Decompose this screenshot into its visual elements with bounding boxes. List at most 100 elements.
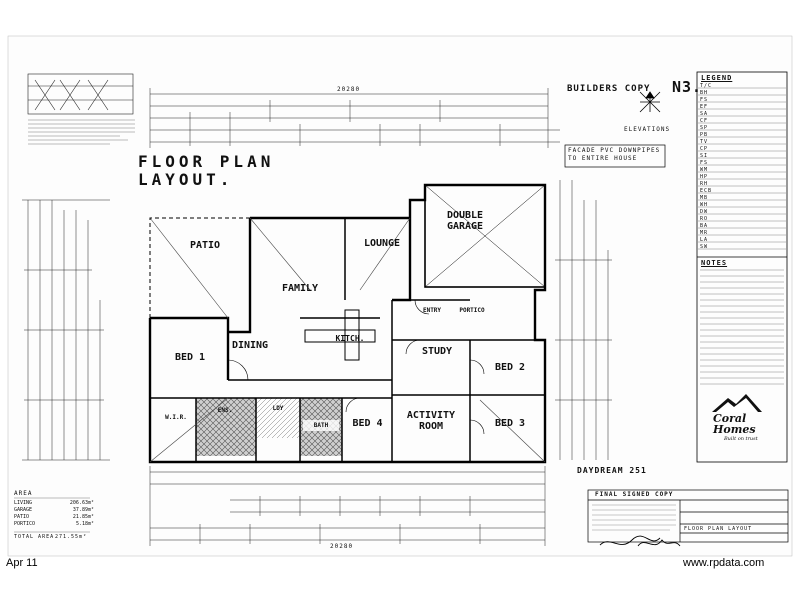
area-row-value: 5.18m² — [75, 521, 94, 527]
room-entry: ENTRY — [422, 307, 442, 314]
legend-item: DW — [700, 209, 709, 215]
room-bed4: BED 4 — [352, 418, 383, 429]
room-ensuite: ENS. — [217, 407, 233, 414]
room-kitchen: KITCH. — [335, 334, 365, 343]
elevations-label: ELEVATIONS — [624, 126, 671, 133]
facade-note: FACADE PVC DOWNPIPES TO ENTIRE HOUSE — [568, 147, 661, 162]
legend-box — [696, 71, 788, 463]
area-row-label: LIVING — [14, 500, 33, 506]
sheet-number: N3. — [672, 78, 703, 96]
brand-name-line2: Homes — [713, 423, 756, 436]
facade-note-box — [564, 144, 666, 168]
signature-1 — [599, 535, 661, 546]
legend-item: CP — [700, 146, 709, 152]
legend-item: MB — [700, 195, 709, 201]
sheet-border — [7, 35, 793, 557]
top-dimension-lines — [149, 88, 560, 148]
title-block-notes — [592, 504, 676, 531]
area-total-label: TOTAL AREA — [14, 534, 55, 540]
legend-item: FS — [700, 97, 709, 103]
legend-item: PB — [700, 132, 709, 138]
room-family: FAMILY — [281, 283, 319, 294]
room-bed3: BED 3 — [494, 418, 526, 429]
kitchen-bench — [304, 309, 376, 361]
legend-item: T/C — [700, 83, 713, 89]
room-wir: W.I.R. — [165, 414, 187, 421]
bracing-detail — [27, 73, 134, 115]
room-study: STUDY — [421, 346, 453, 357]
legend-item: SP — [700, 125, 709, 131]
roof-lines — [149, 217, 546, 463]
legend-title: LEGEND — [701, 74, 733, 82]
room-bed1: BED 1 — [174, 352, 206, 363]
ensuite-tiles — [196, 398, 256, 456]
notes-block-left — [28, 119, 135, 145]
area-table-lines — [14, 497, 90, 533]
area-row-value: 206.63m² — [69, 500, 94, 506]
left-dimension-lines — [22, 199, 110, 461]
builders-copy-stamp: BUILDERS COPY — [567, 84, 651, 94]
title-block-drawing-name: FLOOR PLAN LAYOUT — [684, 526, 753, 532]
footer-date: Apr 11 — [6, 557, 38, 569]
internal-walls — [150, 218, 545, 462]
room-bath: BATH — [303, 420, 339, 431]
room-bed2: BED 2 — [494, 362, 526, 373]
right-dimension-lines — [555, 180, 612, 460]
legend-item: BA — [700, 223, 709, 229]
legend-item: EF — [700, 104, 709, 110]
plan-title-line1: FLOOR PLAN — [138, 152, 275, 171]
door-swings — [227, 299, 485, 435]
legend-lines — [698, 87, 786, 385]
model-name: DAYDREAM 251 — [577, 466, 647, 475]
legend-item: MR — [700, 230, 709, 236]
area-row-label: GARAGE — [14, 507, 33, 513]
legend-item: SW — [700, 244, 709, 250]
room-dining: DINING — [231, 340, 269, 351]
area-row-value: 37.89m² — [72, 507, 94, 513]
final-signed-copy: FINAL SIGNED COPY — [595, 491, 674, 498]
room-activity: ACTIVITY ROOM — [406, 410, 456, 432]
legend-item: FS — [700, 160, 709, 166]
area-row-label: PORTICO — [14, 521, 36, 527]
area-total-value: 271.55m² — [55, 534, 88, 540]
room-double-garage: DOUBLE GARAGE — [446, 210, 484, 232]
signature-2 — [637, 539, 681, 547]
room-laundry: LDY — [272, 405, 284, 412]
room-portico: PORTICO — [459, 307, 485, 314]
legend-item: HP — [700, 174, 709, 180]
area-row-label: PATIO — [14, 514, 30, 520]
room-lounge: LOUNGE — [363, 238, 401, 249]
overall-dimension-top: 20280 — [337, 86, 361, 93]
area-row: LIVING 206.63m² — [14, 500, 94, 507]
legend-item: WM — [700, 167, 709, 173]
area-row: PATIO 21.85m² — [14, 514, 94, 521]
legend-item: RH — [700, 181, 709, 187]
bottom-dimension-lines — [149, 466, 546, 546]
legend-item: TV — [700, 139, 709, 145]
area-row-value: 21.85m² — [72, 514, 94, 520]
plan-title-line2: LAYOUT. — [138, 170, 234, 189]
overall-dimension-bottom: 20280 — [330, 543, 354, 550]
legend-item: SA — [700, 111, 709, 117]
legend-item: ECB — [700, 188, 713, 194]
garage-walls — [424, 184, 546, 288]
coral-homes-logo-icon — [712, 394, 762, 412]
area-title: AREA — [14, 490, 33, 497]
legend-item: WH — [700, 202, 709, 208]
room-patio: PATIO — [189, 240, 221, 251]
legend-item: LA — [700, 237, 709, 243]
brand-tagline: Built on trust — [724, 436, 758, 442]
legend-item: RO — [700, 216, 709, 222]
footer-website[interactable]: www.rpdata.com — [683, 557, 765, 569]
legend-item: BH — [700, 90, 709, 96]
ldy-hatch — [256, 398, 300, 438]
legend-item: SI — [700, 153, 709, 159]
north-arrow-icon — [639, 91, 661, 113]
brand-name-line1: Coral — [713, 412, 747, 425]
title-block — [587, 489, 789, 543]
legend-item: CF — [700, 118, 709, 124]
